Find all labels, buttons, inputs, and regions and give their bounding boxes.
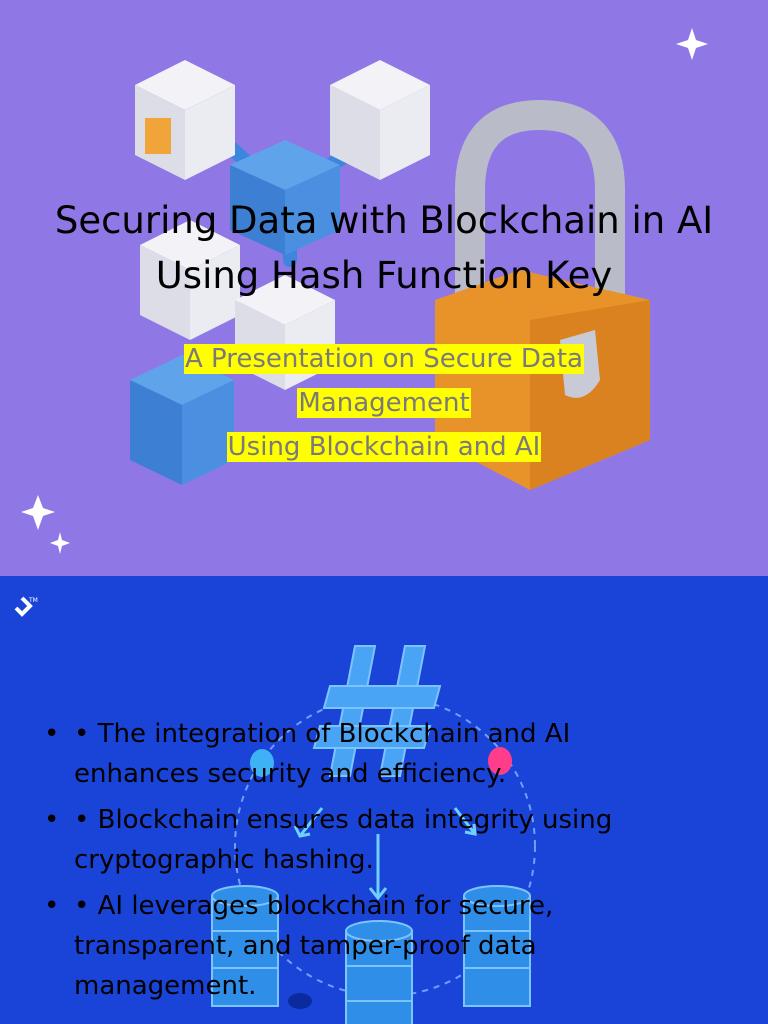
- content-slide: TM: [0, 576, 768, 1024]
- slide2-illustration: TM: [14, 596, 536, 1024]
- svg-text:TM: TM: [28, 597, 38, 604]
- list-item: • • Blockchain ensures data integrity usi…: [44, 800, 684, 880]
- bullet-marker: •: [44, 805, 60, 835]
- database-icon: [211, 885, 531, 1024]
- slide-subtitle: A Presentation on Secure Data Management…: [100, 337, 668, 469]
- subtitle-line: Using Blockchain and AI: [226, 432, 542, 462]
- subtitle-line: Management: [297, 388, 471, 418]
- bullet-list: • • The integration of Blockchain and AI …: [44, 714, 684, 1012]
- list-item: • • AI leverages blockchain for secure, t…: [44, 886, 684, 1006]
- hash-symbol-icon: [312, 645, 442, 777]
- subtitle-line: A Presentation on Secure Data: [184, 344, 584, 374]
- bullet-text: • Blockchain ensures data integrity usin…: [74, 805, 613, 875]
- bullet-marker: •: [44, 891, 60, 921]
- sparkle-icon: [21, 28, 708, 554]
- title-slide: Securing Data with Blockchain in AI Usin…: [0, 0, 768, 576]
- list-item: • • The integration of Blockchain and AI …: [44, 714, 684, 794]
- logo-mark-icon: TM: [14, 596, 38, 617]
- slide-title: Securing Data with Blockchain in AI Usin…: [54, 199, 714, 297]
- bullet-text: • AI leverages blockchain for secure, tr…: [74, 891, 554, 1001]
- bullet-marker: •: [44, 719, 60, 749]
- bullet-text: • The integration of Blockchain and AI e…: [74, 719, 571, 789]
- blockchain-cubes-icon: [130, 60, 430, 485]
